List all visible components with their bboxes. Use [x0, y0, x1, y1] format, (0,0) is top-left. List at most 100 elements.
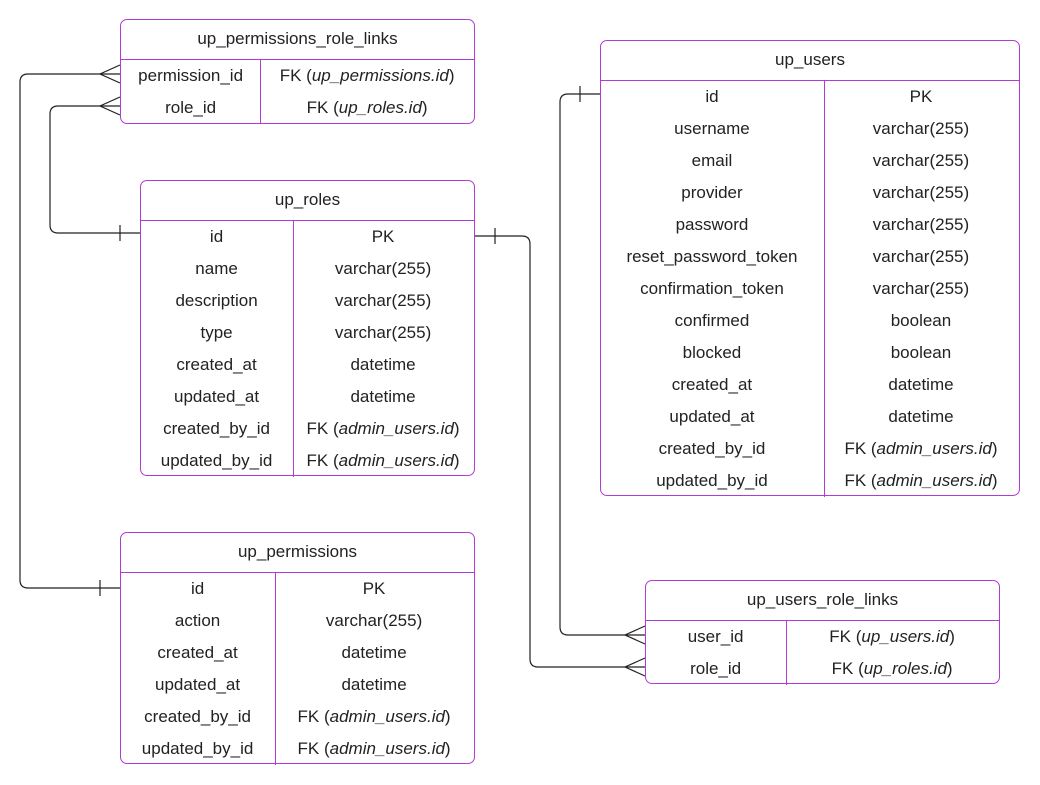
column-name: updated_at: [174, 387, 260, 406]
column-type: FK (admin_users.id): [297, 739, 451, 758]
column-divider: [260, 60, 261, 124]
column-name: name: [195, 259, 238, 278]
entity-title: up_permissions: [121, 533, 474, 573]
column-name: updated_by_id: [160, 451, 273, 470]
column-name: updated_by_id: [656, 471, 768, 490]
column-type: FK (admin_users.id): [297, 707, 451, 726]
table-row: user_id FK (up_users.id): [646, 621, 999, 653]
column-type: datetime: [341, 643, 407, 662]
column-type: varchar(255): [872, 183, 970, 202]
column-name: created_at: [176, 355, 257, 374]
column-name: user_id: [687, 627, 744, 646]
many-marker-url-user: [623, 625, 646, 645]
column-name: permission_id: [138, 66, 244, 85]
column-name: created_by_id: [658, 439, 766, 458]
column-type: FK (admin_users.id): [306, 419, 460, 438]
many-marker-links-permission: [98, 64, 121, 84]
table-row: provider varchar(255): [601, 177, 1019, 209]
column-type: FK (admin_users.id): [306, 451, 460, 470]
column-type: boolean: [890, 311, 952, 330]
column-type: FK (up_roles.id): [831, 659, 953, 678]
entity-title: up_roles: [141, 181, 474, 221]
table-row: description varchar(255): [141, 285, 474, 317]
column-divider: [786, 621, 787, 685]
table-row: role_id FK (up_roles.id): [121, 92, 474, 124]
column-type: varchar(255): [872, 215, 970, 234]
column-type: PK: [371, 227, 395, 246]
column-divider: [275, 573, 276, 765]
column-name: username: [674, 119, 750, 138]
rel-permissions-to-links: [19, 73, 120, 589]
column-name: provider: [681, 183, 743, 202]
table-row: password varchar(255): [601, 209, 1019, 241]
column-divider: [824, 81, 825, 497]
table-row: updated_by_id FK (admin_users.id): [141, 445, 474, 477]
column-name: role_id: [690, 659, 742, 678]
entity-up-users-role-links: up_users_role_links user_id FK (up_users…: [645, 580, 1000, 685]
column-type: varchar(255): [872, 279, 970, 298]
column-name: email: [691, 151, 733, 170]
column-name: blocked: [682, 343, 742, 362]
table-row: created_at datetime: [141, 349, 474, 381]
column-name: description: [175, 291, 258, 310]
table-row: action varchar(255): [121, 605, 474, 637]
table-row: created_at datetime: [601, 369, 1019, 401]
rel-roles-to-links: [49, 105, 140, 234]
column-name: confirmation_token: [640, 279, 784, 298]
column-type: FK (up_roles.id): [306, 98, 428, 117]
entity-body: user_id FK (up_users.id) role_id FK (up_…: [646, 621, 999, 685]
table-row: id PK: [121, 573, 474, 605]
column-name: role_id: [165, 98, 217, 117]
table-row: username varchar(255): [601, 113, 1019, 145]
column-name: updated_by_id: [141, 739, 254, 758]
table-row: type varchar(255): [141, 317, 474, 349]
column-type: datetime: [350, 355, 416, 374]
column-name: created_by_id: [144, 707, 251, 726]
column-name: confirmed: [674, 311, 750, 330]
column-name: id: [190, 579, 205, 598]
column-name: password: [675, 215, 749, 234]
table-row: created_by_id FK (admin_users.id): [121, 701, 474, 733]
column-type: varchar(255): [334, 291, 432, 310]
column-name: action: [174, 611, 221, 630]
column-name: created_at: [671, 375, 753, 394]
column-type: PK: [909, 87, 933, 106]
table-row: confirmation_token varchar(255): [601, 273, 1019, 305]
table-row: blocked boolean: [601, 337, 1019, 369]
column-type: FK (up_permissions.id): [279, 66, 455, 85]
column-type: datetime: [888, 375, 954, 394]
table-row: name varchar(255): [141, 253, 474, 285]
column-name: type: [200, 323, 233, 342]
table-row: created_at datetime: [121, 637, 474, 669]
column-type: datetime: [350, 387, 416, 406]
column-type: PK: [362, 579, 386, 598]
column-type: varchar(255): [872, 119, 970, 138]
column-type: varchar(255): [334, 323, 432, 342]
table-row: permission_id FK (up_permissions.id): [121, 60, 474, 92]
column-type: varchar(255): [325, 611, 423, 630]
column-name: updated_at: [155, 675, 241, 694]
table-row: updated_by_id FK (admin_users.id): [601, 465, 1019, 497]
column-divider: [293, 221, 294, 477]
many-marker-links-role: [98, 96, 121, 116]
column-type: boolean: [890, 343, 952, 362]
many-marker-url-role: [623, 657, 646, 677]
entity-title: up_users_role_links: [646, 581, 999, 621]
column-name: updated_at: [669, 407, 755, 426]
entity-body: permission_id FK (up_permissions.id) rol…: [121, 60, 474, 124]
column-name: reset_password_token: [626, 247, 798, 266]
column-type: varchar(255): [872, 247, 970, 266]
column-type: FK (up_users.id): [829, 627, 955, 646]
table-row: role_id FK (up_roles.id): [646, 653, 999, 685]
column-type: varchar(255): [334, 259, 432, 278]
column-type: FK (admin_users.id): [844, 471, 998, 490]
column-name: created_at: [157, 643, 238, 662]
